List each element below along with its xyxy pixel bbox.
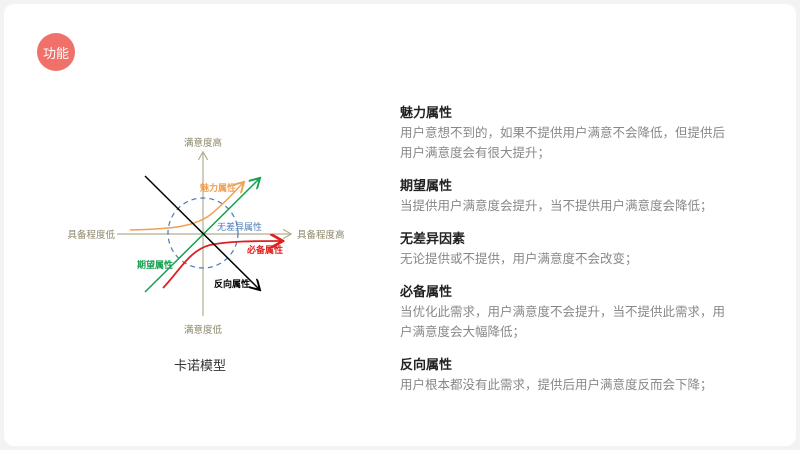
performance-line bbox=[144, 179, 259, 293]
attribute-title: 无差异因素 bbox=[400, 232, 466, 247]
attribute-item: 无差异因素 无论提供或不提供，用户满意度不会改变； bbox=[400, 231, 730, 269]
attribute-list: 魅力属性 用户意想不到的，如果不提供用户满意不会降低，但提供后用户满意度会有很大… bbox=[400, 105, 730, 410]
attribute-desc: 当优化此需求，用户满意度不会提升，当不提供此需求，用户满意度会大幅降低； bbox=[400, 304, 726, 339]
attribute-title: 反向属性 bbox=[400, 358, 453, 373]
attribute-desc: 当提供用户满意度会提升，当不提供用户满意度会降低； bbox=[400, 198, 713, 213]
attribute-desc: 无论提供或不提供，用户满意度不会改变； bbox=[400, 251, 638, 266]
attractive-curve bbox=[129, 183, 243, 231]
indifferent-circle bbox=[167, 197, 239, 269]
axis-top-label: 满意度高 bbox=[184, 137, 222, 149]
diagram-caption: 卡诺模型 bbox=[173, 359, 226, 374]
attractive-label: 魅力属性 bbox=[200, 182, 236, 194]
indifferent-label: 无差异属性 bbox=[217, 221, 262, 233]
slide-card bbox=[4, 4, 796, 446]
section-badge: 功能 bbox=[37, 33, 75, 71]
axis-left-label: 具备程度低 bbox=[67, 229, 115, 241]
attribute-title: 魅力属性 bbox=[400, 106, 453, 121]
axis-bottom-label: 满意度低 bbox=[184, 324, 223, 336]
reverse-label: 反向属性 bbox=[214, 278, 250, 290]
performance-label: 期望属性 bbox=[137, 259, 173, 271]
attribute-item: 必备属性 当优化此需求，用户满意度不会提升，当不提供此需求，用户满意度会大幅降低… bbox=[400, 284, 730, 342]
axis-right-label: 具备程度高 bbox=[297, 229, 345, 241]
attribute-title: 必备属性 bbox=[400, 285, 453, 300]
attribute-desc: 用户意想不到的，如果不提供用户满意不会降低，但提供后用户满意度会有很大提升； bbox=[400, 125, 726, 160]
attribute-item: 魅力属性 用户意想不到的，如果不提供用户满意不会降低，但提供后用户满意度会有很大… bbox=[400, 105, 730, 163]
must-be-curve bbox=[162, 241, 281, 289]
attribute-title: 期望属性 bbox=[400, 179, 453, 194]
attribute-desc: 用户根本都没有此需求，提供后用户满意度反而会下降； bbox=[400, 377, 713, 392]
attribute-item: 反向属性 用户根本都没有此需求，提供后用户满意度反而会下降； bbox=[400, 357, 730, 395]
attribute-item: 期望属性 当提供用户满意度会提升，当不提供用户满意度会降低； bbox=[400, 178, 730, 216]
must-be-label: 必备属性 bbox=[246, 244, 283, 256]
reverse-line bbox=[144, 175, 259, 289]
